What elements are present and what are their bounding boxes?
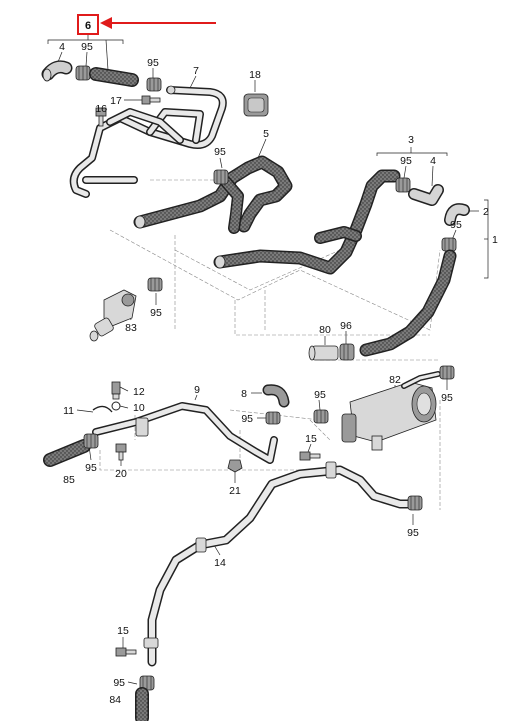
highlight-box <box>77 14 99 35</box>
hose-part-6-highlighted[interactable] <box>89 67 139 87</box>
hose-clamp-95-right[interactable] <box>441 237 457 252</box>
callout-10: 10 <box>133 402 145 414</box>
retaining-clip-11[interactable] <box>92 405 113 413</box>
callout-21: 21 <box>229 485 241 497</box>
nut-21[interactable] <box>227 459 243 473</box>
hose-clamp-95-left[interactable] <box>83 433 99 449</box>
callout-17: 17 <box>110 95 122 107</box>
hose-clamp-95-pipe-14[interactable] <box>407 495 423 511</box>
bolt-17[interactable] <box>141 95 161 105</box>
callout-7: 7 <box>193 65 199 77</box>
hose-clamp-95-top[interactable] <box>146 77 162 92</box>
callout-80: 80 <box>319 324 331 336</box>
rubber-damper-18[interactable] <box>243 93 269 117</box>
callout-95-mid: 95 <box>214 146 226 158</box>
coolant-pipe-14[interactable] <box>143 461 415 667</box>
bolt-16[interactable] <box>95 107 107 127</box>
callout-16: 16 <box>95 103 107 115</box>
heat-exchanger-82[interactable] <box>341 371 441 451</box>
callout-95-connector-8: 95 <box>241 413 253 425</box>
bolt-15-upper[interactable] <box>299 451 321 461</box>
clamp-96[interactable] <box>339 343 355 361</box>
callout-9: 9 <box>194 384 200 396</box>
hose-clamp-95-right-upper[interactable] <box>395 177 411 193</box>
callout-4-right: 4 <box>430 155 436 167</box>
callout-4-top: 4 <box>59 41 65 53</box>
callout-95-pipe-14: 95 <box>407 527 419 539</box>
hose-clamp-95-exchanger-inlet[interactable] <box>313 409 329 424</box>
hose-clamp-95-connector-8[interactable] <box>265 411 281 425</box>
callout-3: 3 <box>408 134 414 146</box>
seal-ring-10[interactable] <box>111 401 121 411</box>
callout-83: 83 <box>125 322 137 334</box>
hose-clamp-95-valve[interactable] <box>147 277 163 292</box>
temperature-sensor-12[interactable] <box>111 381 121 400</box>
connector-2[interactable] <box>444 203 470 226</box>
hose-clamp-95-exchanger[interactable] <box>439 365 455 380</box>
connector-4-elbow[interactable] <box>408 184 444 206</box>
coolant-hose-5[interactable] <box>133 155 293 234</box>
callout-8: 8 <box>241 388 247 400</box>
coolant-hose-1[interactable] <box>359 249 457 357</box>
highlight-arrow-head <box>100 17 112 29</box>
hose-clamp-95-top-left[interactable] <box>75 65 91 81</box>
callout-84: 84 <box>109 694 121 706</box>
control-valve-83[interactable] <box>89 289 137 342</box>
callout-95-right-upper: 95 <box>400 155 412 167</box>
callout-6: 6 <box>85 20 91 32</box>
callout-11: 11 <box>63 405 74 417</box>
callout-95-top: 95 <box>147 57 159 69</box>
connector-8[interactable] <box>262 384 290 408</box>
callout-95-top-left: 95 <box>81 41 93 53</box>
hose-clamp-95-bottom[interactable] <box>139 675 155 691</box>
callout-1: 1 <box>492 234 498 246</box>
coolant-pipe-9[interactable] <box>92 402 278 464</box>
callout-18: 18 <box>249 69 261 81</box>
highlight-marker <box>77 14 216 35</box>
pipe-connector-80[interactable] <box>308 345 339 361</box>
callout-95-bottom: 95 <box>113 677 125 689</box>
coolant-hose-3[interactable] <box>213 169 401 275</box>
callout-5: 5 <box>263 128 269 140</box>
leader-lines <box>47 33 489 685</box>
callout-95-right: 95 <box>450 219 462 231</box>
callout-15-upper: 15 <box>305 433 317 445</box>
callout-20: 20 <box>115 468 127 480</box>
callout-95-exchanger-inlet: 95 <box>314 389 326 401</box>
bolt-20[interactable] <box>115 443 127 461</box>
callout-82: 82 <box>389 374 401 386</box>
hose-85[interactable] <box>43 439 91 467</box>
callout-96: 96 <box>340 320 352 332</box>
callout-labels: 6 4 95 95 7 18 16 17 5 95 3 95 4 2 1 95 … <box>59 20 498 706</box>
hose-clamp-95-mid[interactable] <box>213 169 229 185</box>
coolant-pipe-7[interactable] <box>69 85 227 198</box>
callout-2: 2 <box>483 206 489 218</box>
bolt-15-lower[interactable] <box>115 647 137 657</box>
hose-part-4-elbow[interactable] <box>41 60 73 82</box>
callout-14: 14 <box>214 557 226 569</box>
callout-85: 85 <box>63 474 75 486</box>
callout-95-left: 95 <box>85 462 97 474</box>
callout-12: 12 <box>133 386 145 398</box>
callout-95-exchanger: 95 <box>441 392 453 404</box>
callout-95-valve: 95 <box>150 307 162 319</box>
callout-15-lower: 15 <box>117 625 129 637</box>
